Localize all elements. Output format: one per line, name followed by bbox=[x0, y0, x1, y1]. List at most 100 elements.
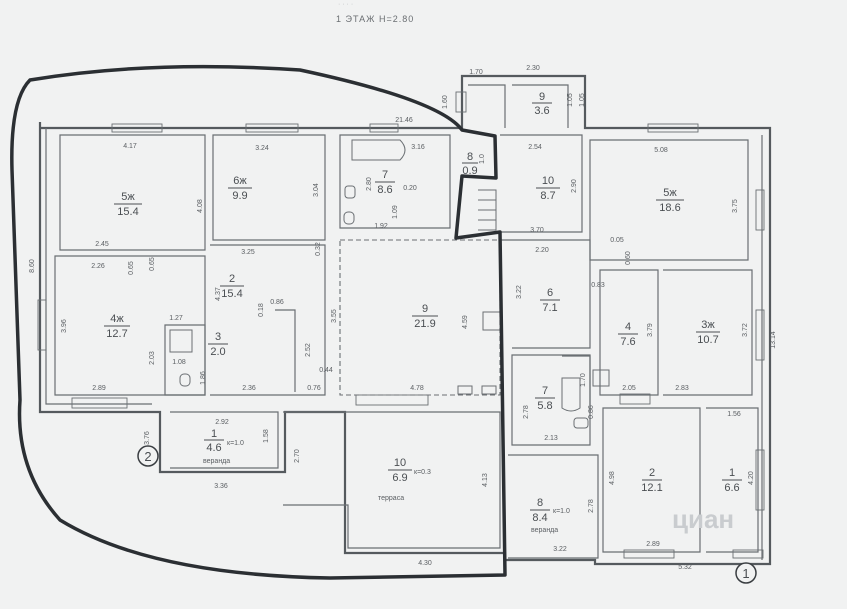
room-area: 8.7 bbox=[540, 190, 555, 202]
dimension-label: 0.18 bbox=[258, 303, 265, 317]
dimension-label: 2.89 bbox=[92, 385, 106, 392]
room-area: 10.7 bbox=[697, 334, 718, 346]
dimension-label: 1.70 bbox=[469, 69, 483, 76]
dimension-label: 2.52 bbox=[305, 343, 312, 357]
room-number: 9 bbox=[539, 91, 545, 103]
room-type-label: терраса bbox=[378, 495, 404, 502]
stairs-icon bbox=[478, 189, 497, 231]
room-coefficient: к=1.0 bbox=[227, 440, 244, 447]
room-area: 12.7 bbox=[106, 328, 127, 340]
room-6-right: 67.1 bbox=[540, 287, 560, 314]
dimension-label: 1.08 bbox=[172, 359, 186, 366]
dimension-label: 2.03 bbox=[149, 351, 156, 365]
dimension-label: 3.22 bbox=[553, 546, 567, 553]
dimension-label: 0.65 bbox=[149, 257, 156, 271]
axis-label: 1 bbox=[742, 566, 749, 581]
dimension-label: 2.26 bbox=[91, 263, 105, 270]
dimension-label: 1.60 bbox=[442, 95, 449, 109]
dimension-label: 8.60 bbox=[29, 259, 36, 273]
dimension-label: 3.96 bbox=[61, 319, 68, 333]
dimension-label: 3.70 bbox=[530, 227, 544, 234]
room-2-bottom: 212.1 bbox=[641, 467, 662, 494]
dimension-label: 0.86 bbox=[588, 405, 595, 419]
dimension-label: 1.86 bbox=[200, 371, 207, 385]
room-number: 7 bbox=[382, 169, 388, 181]
highlight-outline bbox=[10, 64, 507, 580]
dimension-label: 2.54 bbox=[528, 144, 542, 151]
dimension-label: 1.05 bbox=[567, 93, 574, 107]
dimension-label: 1.0 bbox=[479, 154, 486, 164]
room-2-left: 215.4 bbox=[220, 273, 244, 300]
dimension-label: 4.30 bbox=[418, 560, 432, 567]
axis-marker-1: 1 bbox=[735, 562, 757, 584]
dimension-label: 3.25 bbox=[241, 249, 255, 256]
toilet-icon bbox=[179, 373, 191, 387]
axis-label: 2 bbox=[144, 449, 151, 464]
room-area: 6.9 bbox=[392, 472, 407, 484]
room-area: 15.4 bbox=[221, 288, 242, 300]
dimension-label: 0.76 bbox=[307, 385, 321, 392]
dimension-label: 4.20 bbox=[748, 471, 755, 485]
room-9-center: 921.9 bbox=[412, 303, 438, 330]
room-area: 5.8 bbox=[537, 400, 552, 412]
room-8-top: 80.9 bbox=[462, 151, 478, 177]
room-area: 7.1 bbox=[542, 302, 557, 314]
dimension-label: 1.92 bbox=[374, 223, 388, 230]
dimension-label: 3.76 bbox=[144, 431, 151, 445]
dimension-label: 2.05 bbox=[622, 385, 636, 392]
dimension-label: 5.32 bbox=[678, 564, 692, 571]
dimension-label: 3.04 bbox=[313, 183, 320, 197]
header-ghost-text: · · · · bbox=[338, 1, 353, 8]
room-7-mid: 75.8 bbox=[535, 385, 555, 412]
dimension-label: 1.58 bbox=[263, 429, 270, 443]
room-number: 6ж bbox=[233, 175, 247, 187]
dimension-label: 2.92 bbox=[215, 419, 229, 426]
floor-title: 1 ЭТАЖ Н=2.80 bbox=[336, 14, 414, 24]
room-area: 18.6 bbox=[659, 202, 680, 214]
interior-walls bbox=[54, 84, 759, 559]
dimension-label: 0.20 bbox=[403, 185, 417, 192]
dimension-label: 13.14 bbox=[770, 331, 777, 349]
watermark: циан bbox=[672, 504, 734, 534]
room-3zh: 3ж 10.7 bbox=[696, 319, 720, 346]
room-type-label: веранда bbox=[203, 458, 230, 465]
sink-icon bbox=[573, 417, 589, 429]
room-number: 10 bbox=[394, 457, 406, 469]
room-area: 2.0 bbox=[210, 346, 225, 358]
dimension-label: 0.32 bbox=[315, 242, 322, 256]
room-number: 10 bbox=[542, 175, 554, 187]
dimension-label: 2.89 bbox=[646, 541, 660, 548]
dimension-label: 4.17 bbox=[123, 143, 137, 150]
dimension-label: 3.24 bbox=[255, 145, 269, 152]
dimension-label: 2.78 bbox=[523, 405, 530, 419]
room-number: 2 bbox=[229, 273, 235, 285]
outer-walls bbox=[38, 74, 772, 566]
dimension-label: 2.70 bbox=[294, 449, 301, 463]
sink-icon bbox=[457, 385, 473, 395]
dimension-label: 2.20 bbox=[535, 247, 549, 254]
room-number: 8 bbox=[467, 151, 473, 163]
room-number: 4ж bbox=[110, 313, 124, 325]
dimension-label: 2.30 bbox=[526, 65, 540, 72]
room-number: 6 bbox=[547, 287, 553, 299]
dimension-label: 5.08 bbox=[654, 147, 668, 154]
windows bbox=[37, 91, 765, 559]
room-number: 4 bbox=[625, 321, 631, 333]
dimension-label: 2.45 bbox=[95, 241, 109, 248]
dimension-label: 0.83 bbox=[591, 282, 605, 289]
dimension-label: 4.08 bbox=[197, 199, 204, 213]
room-number: 3ж bbox=[701, 319, 715, 331]
room-area: 3.6 bbox=[534, 105, 549, 117]
dimension-label: 3.79 bbox=[647, 323, 654, 337]
dimension-label: 0.44 bbox=[319, 367, 333, 374]
dimension-label: 3.72 bbox=[742, 323, 749, 337]
room-coefficient: к=1.0 bbox=[553, 508, 570, 515]
dimension-label: 1.70 bbox=[580, 373, 587, 387]
room-number: 5ж bbox=[121, 191, 135, 203]
room-9-top: 93.6 bbox=[532, 91, 552, 117]
